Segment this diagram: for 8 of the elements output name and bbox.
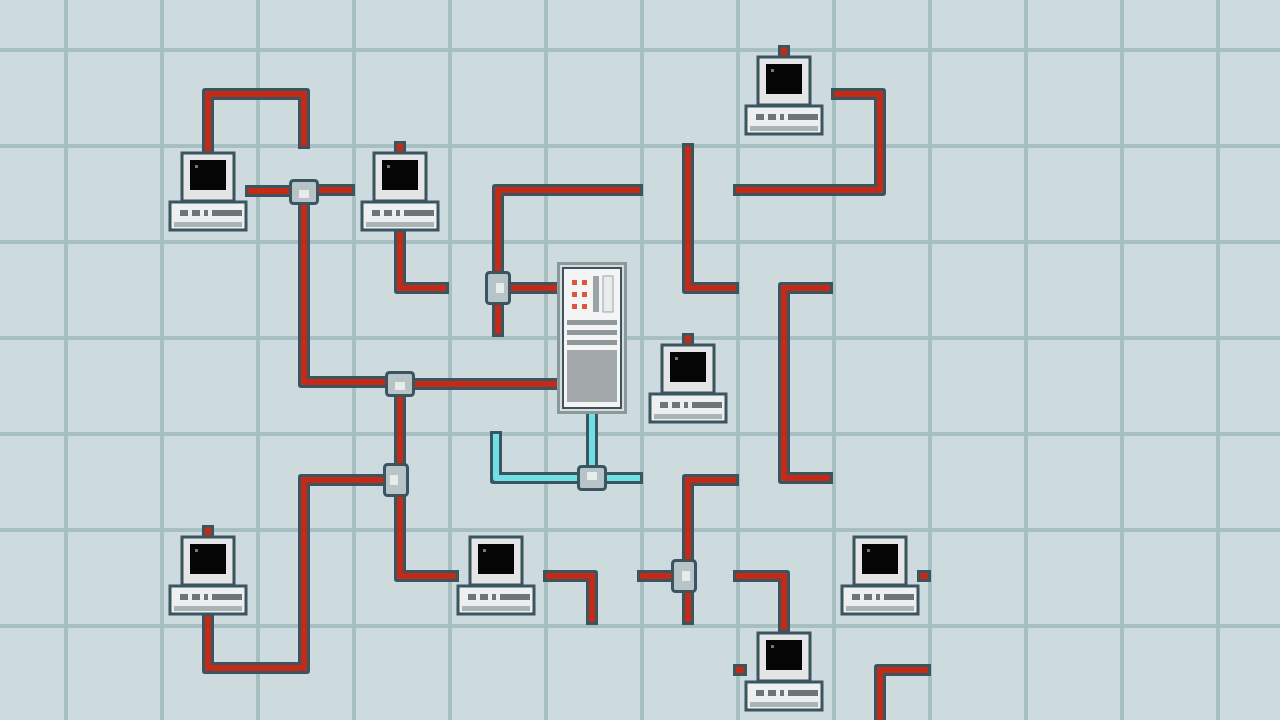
pipe (397, 397, 403, 463)
pipe (301, 205, 385, 385)
pipe (511, 285, 557, 291)
pipe (397, 497, 456, 579)
pipe (589, 414, 595, 465)
pipe (248, 188, 289, 194)
pipe (205, 477, 383, 671)
pipe (415, 381, 557, 387)
